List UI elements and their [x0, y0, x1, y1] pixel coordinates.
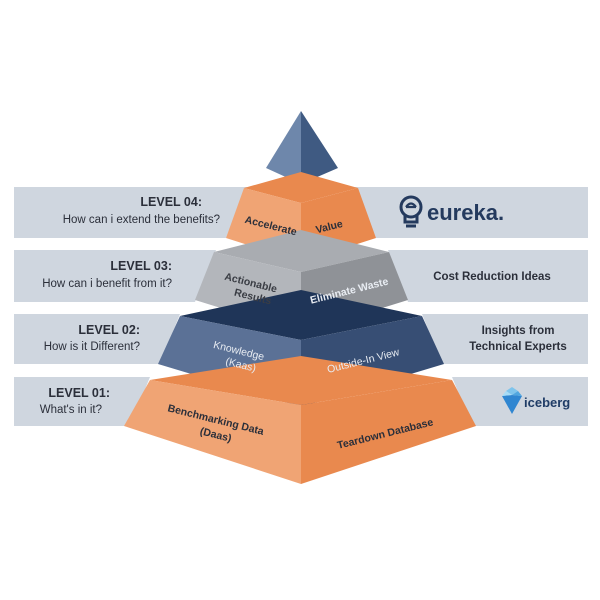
level-02-question: How is it Different? [44, 341, 140, 353]
level-04-title: LEVEL 04: [140, 195, 202, 209]
level-01-question: What's in it? [40, 404, 102, 416]
tier-4-top-face [244, 172, 358, 203]
right-panel-2-line1: Insights from [482, 325, 555, 337]
right-panel-level-03 [388, 250, 588, 302]
left-panel-level-01 [14, 377, 150, 426]
pyramid-apex-right-face [301, 111, 338, 184]
level-01-title: LEVEL 01: [48, 386, 110, 400]
level-03-question: How can i benefit from it? [42, 278, 172, 290]
tier-3-top-face [214, 230, 389, 272]
tier-2-top-face [180, 290, 422, 340]
right-panel-level-01 [452, 377, 588, 426]
left-panel-level-04 [14, 187, 247, 238]
iceberg-icon [502, 387, 522, 414]
level-04-question: How can i extend the benefits? [63, 214, 220, 226]
tier-1-top-face [150, 356, 452, 405]
eureka-logo-text: eureka. [427, 200, 504, 225]
right-panel-3-text: Cost Reduction Ideas [433, 271, 551, 283]
tier-1-right-face [301, 380, 476, 484]
level-03-title: LEVEL 03: [110, 259, 172, 273]
level-02-title: LEVEL 02: [78, 323, 140, 337]
left-panel-level-03 [14, 250, 216, 302]
lightbulb-icon [399, 195, 423, 228]
iceberg-logo-text: iceberg [524, 395, 570, 410]
pyramid-apex-left-face [266, 111, 301, 184]
right-panel-2-line2: Technical Experts [469, 341, 567, 353]
right-panel-level-02 [422, 314, 588, 364]
tier-1-left-face [124, 380, 301, 484]
left-panel-level-02 [14, 314, 180, 364]
